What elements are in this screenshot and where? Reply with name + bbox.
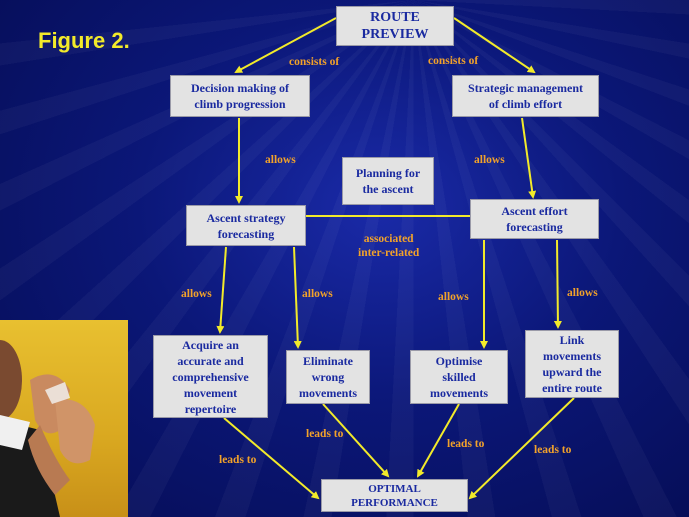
edge-label-consists-right: consists of <box>428 54 478 68</box>
optimise-movements-node: Optimise skilled movements <box>410 350 508 404</box>
edge-label-leads-1: leads to <box>219 453 256 467</box>
edge-label-leads-2: leads to <box>306 427 343 441</box>
decision-making-node: Decision making of climb progression <box>170 75 310 117</box>
eliminate-movements-node: Eliminate wrong movements <box>286 350 370 404</box>
optimal-performance-node: OPTIMAL PERFORMANCE <box>321 479 468 512</box>
edge-label-allows-4: allows <box>567 286 598 300</box>
edge-label-leads-4: leads to <box>534 443 571 457</box>
edge-label-allows-left-top: allows <box>265 153 296 167</box>
edge-label-consists-left: consists of <box>289 55 339 69</box>
ascent-strategy-node: Ascent strategy forecasting <box>186 205 306 246</box>
ascent-effort-node: Ascent effort forecasting <box>470 199 599 239</box>
edge-label-allows-1: allows <box>181 287 212 301</box>
edge-label-leads-3: leads to <box>447 437 484 451</box>
edge-label-allows-3: allows <box>438 290 469 304</box>
planning-node: Planning for the ascent <box>342 157 434 205</box>
acquire-repertoire-node: Acquire an accurate and comprehensive mo… <box>153 335 268 418</box>
edge-label-allows-2: allows <box>302 287 333 301</box>
route-preview-node: ROUTE PREVIEW <box>336 6 454 46</box>
link-movements-node: Link movements upward the entire route <box>525 330 619 398</box>
strategic-management-node: Strategic management of climb effort <box>452 75 599 117</box>
edge-label-associated: associated inter-related <box>358 232 419 260</box>
edge-label-allows-right-top: allows <box>474 153 505 167</box>
